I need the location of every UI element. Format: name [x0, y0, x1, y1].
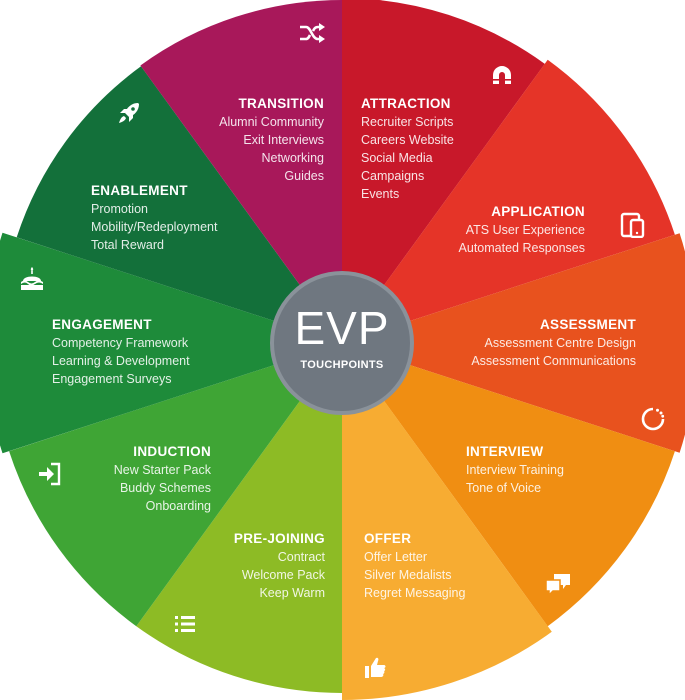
- segment-item: Onboarding: [145, 499, 211, 513]
- segment-enablement: ENABLEMENT Promotion Mobility/Redeployme…: [91, 182, 217, 254]
- segment-application: APPLICATION ATS User Experience Automate…: [459, 203, 585, 257]
- segment-item: New Starter Pack: [113, 463, 211, 477]
- wedge-attraction: [342, 0, 545, 343]
- segment-title: PRE-JOINING: [233, 531, 325, 546]
- segment-item: Regret Messaging: [364, 586, 466, 600]
- segment-title: OFFER: [364, 531, 412, 546]
- evp-hub: EVP TOUCHPOINTS: [270, 271, 414, 415]
- segment-item: Mobility/Redeployment: [91, 220, 218, 234]
- wedge-transition: [140, 0, 342, 343]
- segment-title: ATTRACTION: [361, 96, 451, 111]
- wedge-enablement: [16, 66, 342, 344]
- segment-item: Offer Letter: [364, 550, 427, 564]
- segment-item: Assessment Communications: [471, 354, 636, 368]
- segment-item: Promotion: [91, 202, 148, 216]
- segment-offer: OFFER Offer Letter Silver Medalists Regr…: [364, 530, 465, 602]
- segment-item: Tone of Voice: [466, 481, 542, 495]
- segment-item: Contract: [277, 550, 325, 564]
- segment-item: Exit Interviews: [243, 133, 324, 147]
- segment-interview: INTERVIEW Interview Training Tone of Voi…: [466, 443, 564, 497]
- segment-transition: TRANSITION Alumni Community Exit Intervi…: [219, 95, 324, 185]
- segment-item: Assessment Centre Design: [484, 336, 636, 350]
- wedge-engagement: [0, 232, 342, 454]
- segment-title: INTERVIEW: [466, 444, 544, 459]
- wedge-interview: [342, 343, 675, 627]
- segment-title: INDUCTION: [133, 444, 211, 459]
- wedge-assessment: [342, 233, 685, 453]
- segment-item: Welcome Pack: [241, 568, 325, 582]
- segment-title: ENGAGEMENT: [52, 317, 152, 332]
- segment-item: Learning & Development: [52, 354, 190, 368]
- wedge-application: [342, 59, 675, 344]
- rocket-icon: [119, 103, 139, 123]
- sign-in-icon: [39, 462, 61, 486]
- magnet-icon: [493, 66, 511, 84]
- segment-item: Buddy Schemes: [119, 481, 211, 495]
- segment-attraction: ATTRACTION Recruiter Scripts Careers Web…: [361, 95, 454, 203]
- segment-title: ASSESSMENT: [539, 317, 636, 332]
- segment-engagement: ENGAGEMENT Competency Framework Learning…: [52, 316, 190, 388]
- chat-bubbles-icon: [545, 574, 570, 597]
- segment-item: Guides: [284, 169, 324, 183]
- segment-induction: INDUCTION New Starter Pack Buddy Schemes…: [114, 443, 211, 515]
- segment-item: Alumni Community: [219, 115, 324, 129]
- segment-assessment: ASSESSMENT Assessment Centre Design Asse…: [471, 316, 636, 370]
- segment-item: Events: [361, 187, 400, 201]
- segment-item: Engagement Surveys: [52, 372, 172, 386]
- segment-item: Networking: [261, 151, 324, 165]
- segment-item: Total Reward: [91, 238, 164, 252]
- segment-item: Social Media: [361, 151, 433, 165]
- tablet-phone-icon: [620, 212, 645, 238]
- wedge-offer: [342, 343, 552, 700]
- segment-item: Competency Framework: [52, 336, 189, 350]
- thumbs-up-icon: [365, 657, 386, 678]
- list-icon: [175, 616, 195, 632]
- segment-prejoining: PRE-JOINING Contract Welcome Pack Keep W…: [234, 530, 325, 602]
- segment-item: ATS User Experience: [465, 223, 585, 237]
- segment-item: Silver Medalists: [364, 568, 452, 582]
- segment-title: ENABLEMENT: [91, 183, 188, 198]
- segment-item: Campaigns: [361, 169, 425, 183]
- segment-item: Interview Training: [466, 463, 564, 477]
- segment-title: TRANSITION: [238, 96, 324, 111]
- segment-item: Careers Website: [361, 133, 454, 147]
- segment-item: Recruiter Scripts: [361, 115, 454, 129]
- wedge-induction: [9, 343, 342, 627]
- cake-icon: [21, 267, 43, 290]
- wedge-prejoining: [136, 343, 342, 693]
- hub-subtitle: TOUCHPOINTS: [300, 359, 384, 371]
- segment-title: APPLICATION: [491, 204, 585, 219]
- segment-item: Automated Responses: [458, 241, 585, 255]
- segment-item: Keep Warm: [259, 586, 325, 600]
- hub-title: EVP: [294, 302, 390, 354]
- shuffle-icon: [300, 23, 325, 43]
- progress-circle-icon: [641, 407, 665, 431]
